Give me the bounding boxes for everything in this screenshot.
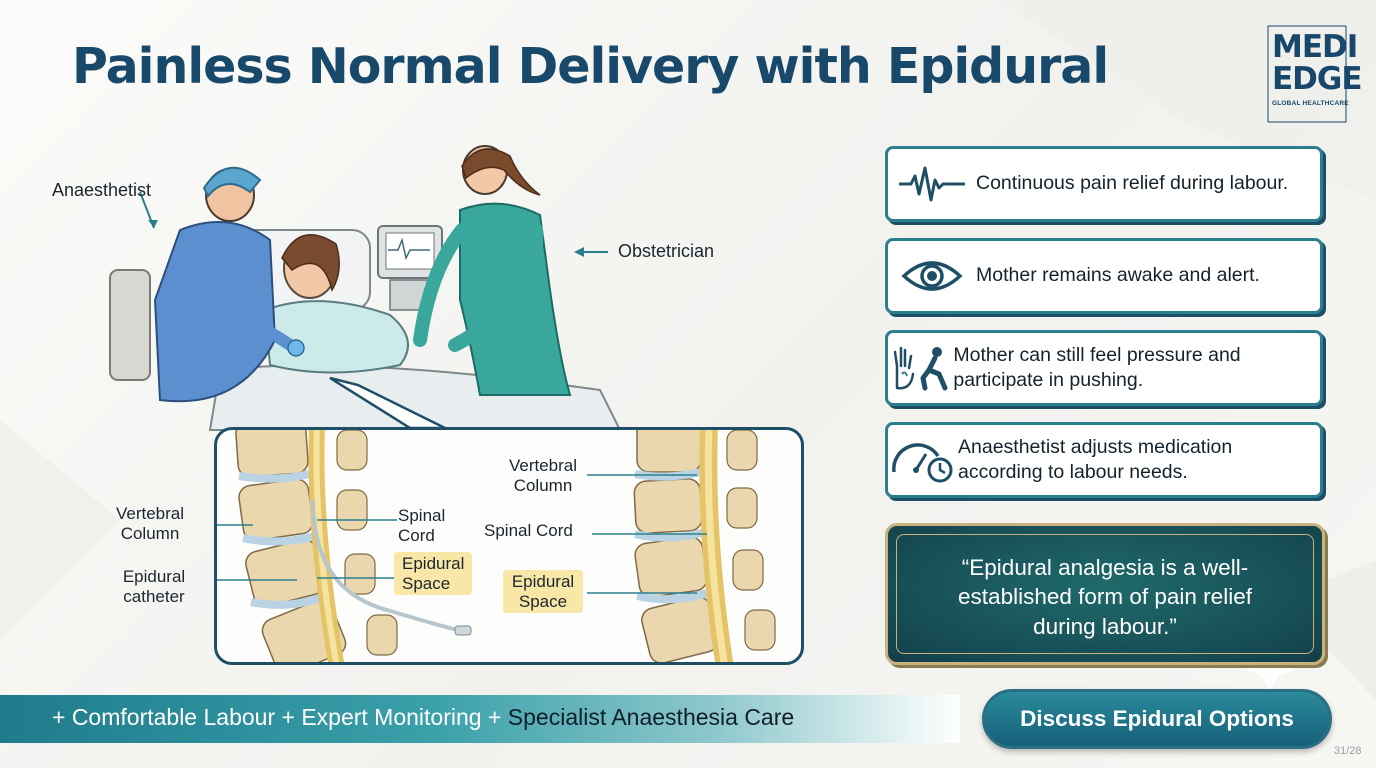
spine-diagram	[217, 430, 776, 662]
heartbeat-icon	[888, 154, 976, 214]
logo-tagline: GLOBAL HEALTHCARE	[1272, 100, 1349, 107]
label-epidural-space-right: Epidural Space	[503, 570, 583, 614]
benefit-card-medication: Anaesthetist adjusts medication accordin…	[885, 422, 1323, 498]
hand-and-pushing-figure-icon	[888, 338, 953, 398]
page-title: Painless Normal Delivery with Epidural	[72, 38, 1109, 95]
page-number: 31/28	[1334, 745, 1362, 757]
logo-word-2: EDGE	[1272, 61, 1363, 97]
label-vertebral-column-left: Vertebral Column	[115, 504, 185, 543]
bottom-benefits-bar: + Comfortable Labour + Expert Monitoring…	[0, 695, 960, 743]
gauge-clock-icon	[888, 430, 958, 490]
bottom-bar-dark-text: Specialist Anaesthesia Care	[507, 704, 795, 730]
label-epidural-space-left: Epidural Space	[394, 552, 472, 596]
quote-box: “Epidural analgesia is a well-establishe…	[885, 523, 1325, 665]
benefit-text: Mother remains awake and alert.	[976, 264, 1260, 287]
medi-edge-logo: MEDI EDGE GLOBAL HEALTHCARE	[1264, 22, 1363, 126]
quote-inner-border	[896, 534, 1314, 654]
eye-icon	[888, 246, 976, 306]
label-anaesthetist: Anaesthetist	[52, 180, 152, 200]
quote-text: “Epidural analgesia is a well-establishe…	[958, 555, 1252, 639]
benefit-text: Continuous pain relief during labour.	[976, 172, 1289, 195]
discuss-epidural-options-button[interactable]: Discuss Epidural Options	[982, 689, 1332, 749]
bottom-bar-light-text: + Comfortable Labour + Expert Monitoring…	[52, 704, 508, 730]
label-obstetrician: Obstetrician	[618, 241, 715, 261]
label-epidural-catheter: Epidural catheter	[122, 567, 186, 606]
benefit-card-pushing: Mother can still feel pressure and parti…	[885, 330, 1323, 406]
benefit-card-pain-relief: Continuous pain relief during labour.	[885, 146, 1323, 222]
logo-word-1: MEDI	[1272, 29, 1358, 65]
spine-cross-section-inset	[214, 427, 804, 665]
delivery-room-illustration	[109, 145, 622, 431]
label-spinal-cord-right: Spinal Cord	[484, 521, 573, 540]
label-spinal-cord-left: Spinal Cord	[398, 506, 446, 545]
label-vertebral-column-right: Vertebral Column	[508, 456, 578, 495]
benefit-card-awake: Mother remains awake and alert.	[885, 238, 1323, 314]
benefit-text: Mother can still feel pressure and parti…	[953, 343, 1241, 391]
bottom-bar-text: + Comfortable Labour + Expert Monitoring…	[52, 704, 794, 731]
benefit-text: Anaesthetist adjusts medication accordin…	[958, 435, 1233, 483]
